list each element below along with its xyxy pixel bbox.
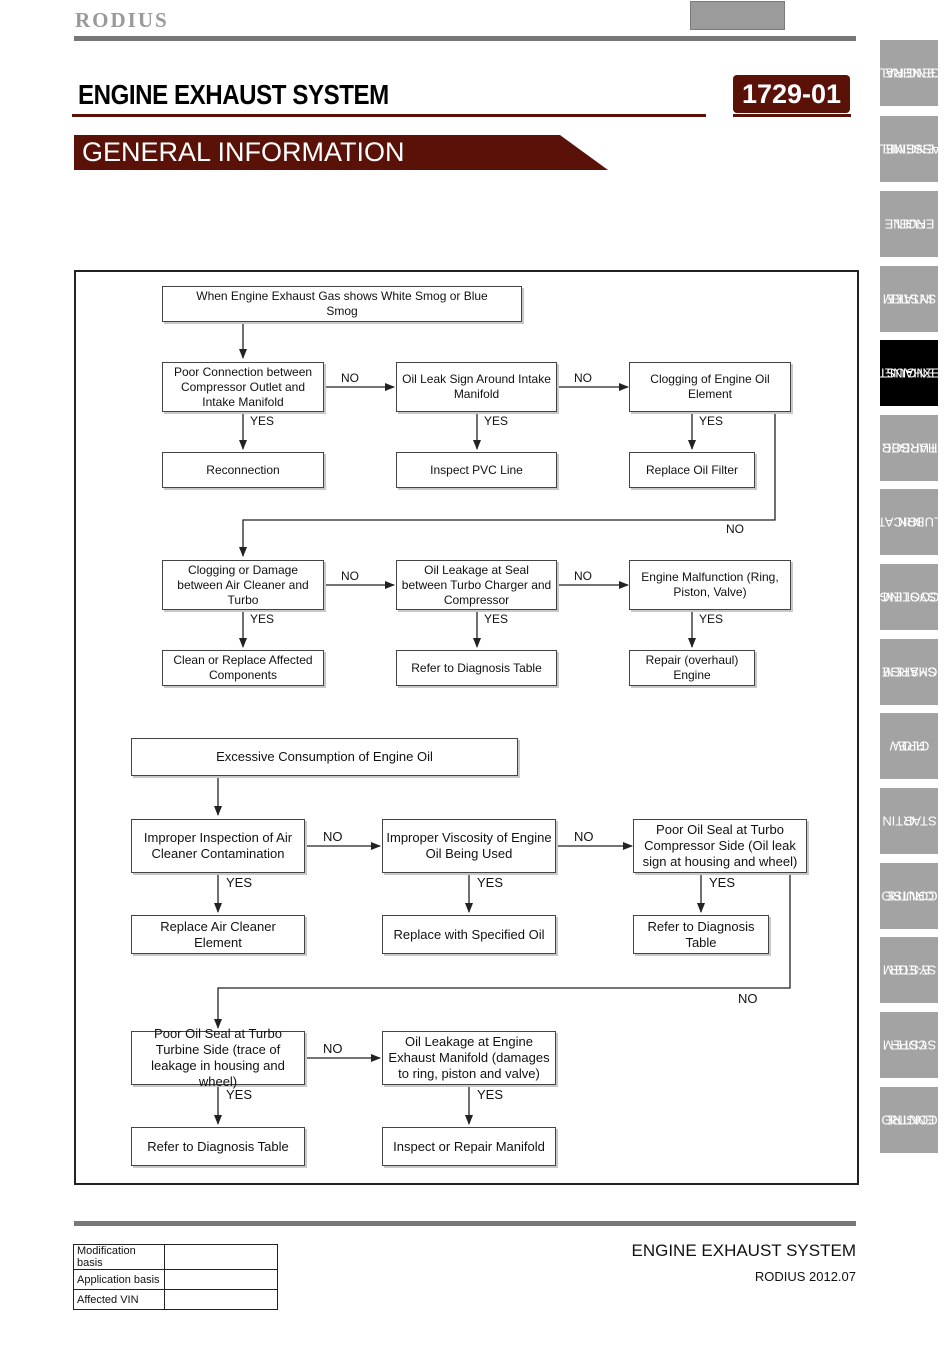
table-cell-label: Application basis [73,1269,165,1290]
table-cell-value [164,1289,278,1310]
label-yes: YES [226,1087,253,1102]
page-title: ENGINE EXHAUST SYSTEM [78,79,389,110]
flow1-check-oil-element: Clogging of Engine Oil Element [629,362,791,412]
label-no: NO [341,569,359,583]
label-yes: YES [699,612,724,626]
label-no: NO [323,1041,343,1056]
section-banner: GENERAL INFORMATION [74,135,608,170]
section-code-badge: 1729-01 [733,75,850,113]
header-gray-box [690,1,785,30]
table-row: Affected VIN [73,1289,278,1310]
flow1-start-box: When Engine Exhaust Gas shows White Smog… [162,286,522,322]
label-yes: YES [250,414,275,428]
label-no: NO [738,991,758,1006]
label-yes: YES [484,414,509,428]
flow2-action-diagnosis-table-2: Refer to Diagnosis Table [131,1127,305,1166]
label-no: NO [574,569,592,583]
flow1-action-clean-replace: Clean or Replace Affected Components [162,650,324,686]
title-underline [72,114,706,117]
top-divider [74,36,856,41]
side-tab-pre-glow[interactable]: PRE-GLOW [880,713,938,779]
flow1-check-seal-turbo: Oil Leakage at Seal between Turbo Charge… [396,560,557,610]
label-yes: YES [226,875,253,890]
label-yes: YES [477,875,504,890]
label-yes: YES [699,414,724,428]
flow2-action-repair-manifold: Inspect or Repair Manifold [382,1127,556,1166]
table-cell-label: Affected VIN [73,1289,165,1310]
flow1-action-repair-engine: Repair (overhaul) Engine [629,650,755,686]
flow1-check-engine-malfunction: Engine Malfunction (Ring, Piston, Valve) [629,560,791,610]
label-no: NO [726,522,744,536]
table-cell-label: Modification basis [73,1244,165,1270]
flow2-start-box: Excessive Consumption of Engine Oil [131,738,518,776]
footer-subtitle: RODIUS 2012.07 [754,1269,856,1284]
flow1-check-air-cleaner: Clogging or Damage between Air Cleaner a… [162,560,324,610]
label-no: NO [574,829,594,844]
label-yes: YES [709,875,736,890]
flow2-check-turbine-seal: Poor Oil Seal at Turbo Turbine Side (tra… [131,1026,305,1089]
flow1-action-inspect-pvc: Inspect PVC Line [396,452,557,488]
flow1-check-oil-leak-intake: Oil Leak Sign Around Intake Manifold [396,362,557,412]
label-no: NO [323,829,343,844]
table-cell-value [164,1244,278,1270]
flowchart-frame [74,270,859,1185]
table-cell-value [164,1269,278,1290]
label-yes: YES [477,1087,504,1102]
flow1-check-poor-connection: Poor Connection between Compressor Outle… [162,362,324,412]
flow2-check-compressor-seal: Poor Oil Seal at Turbo Compressor Side (… [633,819,807,873]
bottom-divider [74,1221,856,1226]
flow1-action-replace-filter: Replace Oil Filter [629,452,755,488]
flow1-action-reconnection: Reconnection [162,452,324,488]
flow2-action-replace-oil: Replace with Specified Oil [382,915,556,954]
modification-table: Modification basis Application basis Aff… [73,1244,278,1310]
footer-title: ENGINE EXHAUST SYSTEM [631,1241,856,1260]
table-row: Application basis [73,1269,278,1290]
table-row: Modification basis [73,1244,278,1270]
label-no: NO [341,371,359,385]
flow1-action-diagnosis-table: Refer to Diagnosis Table [396,650,557,686]
flow2-action-diagnosis-table: Refer to Diagnosis Table [633,915,769,954]
label-yes: YES [484,612,509,626]
brand-logo: RODIUS [75,8,169,32]
label-yes: YES [250,612,275,626]
label-no: NO [574,371,592,385]
flow2-action-replace-air-cleaner: Replace Air Cleaner Element [131,915,305,954]
flow2-check-air-cleaner: Improper Inspection of Air Cleaner Conta… [131,819,305,873]
badge-underline [733,114,851,117]
flow2-check-exhaust-manifold: Oil Leakage at Engine Exhaust Manifold (… [382,1031,556,1085]
section-banner-label: GENERAL INFORMATION [82,137,405,167]
flow2-check-oil-viscosity: Improper Viscosity of Engine Oil Being U… [382,819,556,873]
